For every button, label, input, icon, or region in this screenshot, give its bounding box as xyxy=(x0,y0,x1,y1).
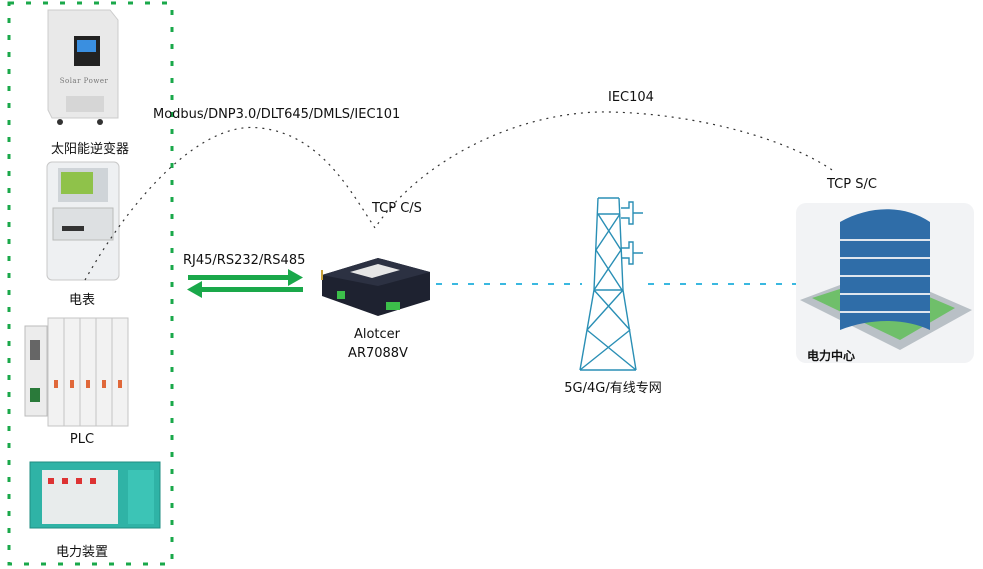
center-mode-label: TCP S/C xyxy=(827,177,877,192)
power-device-image xyxy=(29,461,161,529)
solar-inverter-image xyxy=(47,9,119,125)
field-protocols-label: Modbus/DNP3.0/DLT645/DMLS/IEC101 xyxy=(153,107,401,122)
meter-label: 电表 xyxy=(68,293,96,308)
inverter-brand-text: Solar Power xyxy=(59,77,109,85)
gateway-mode-label: TCP C/S xyxy=(372,201,422,216)
power-center-label: 电力中心 xyxy=(807,349,856,363)
serial-arrows xyxy=(187,269,303,298)
network-label: 5G/4G/有线专网 xyxy=(564,381,662,396)
gateway-model-label: AR7088V xyxy=(348,346,408,361)
inverter-label: 太阳能逆变器 xyxy=(50,142,130,157)
plc-image xyxy=(24,317,129,427)
gateway-router-image xyxy=(321,258,430,316)
serial-interfaces-label: RJ45/RS232/RS485 xyxy=(183,253,306,268)
meter-image xyxy=(46,161,120,281)
gateway-brand-label: Alotcer xyxy=(353,327,401,342)
power-device-label: 电力装置 xyxy=(55,545,109,560)
power-center-building-image xyxy=(796,203,974,363)
field-link-curve xyxy=(84,111,836,281)
center-protocol-label: IEC104 xyxy=(608,90,654,105)
cell-tower-icon xyxy=(579,197,643,371)
device-group-border xyxy=(7,1,174,566)
plc-label: PLC xyxy=(69,432,95,447)
